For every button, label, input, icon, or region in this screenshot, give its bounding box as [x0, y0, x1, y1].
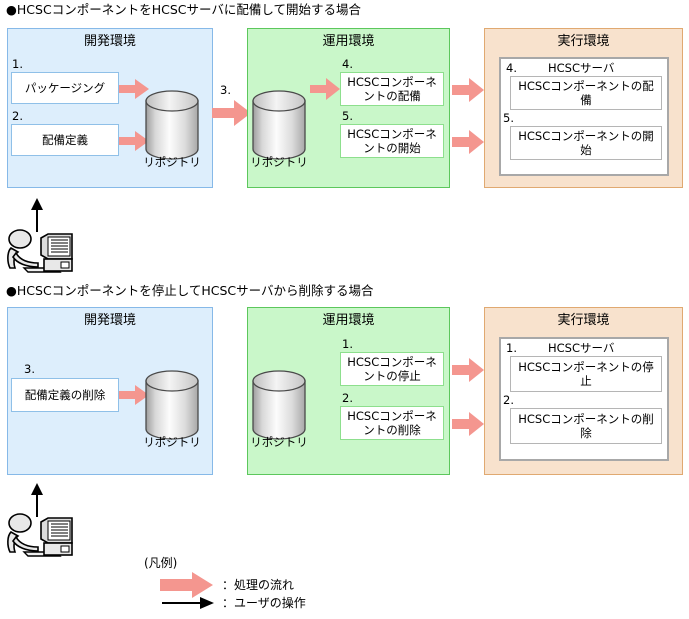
- section-1-ops-repository-label: リポジトリ: [250, 155, 308, 169]
- section-1-arrow-ops-step1-to-run: [452, 78, 484, 102]
- legend-process-flow-arrow-icon: [160, 572, 213, 598]
- section-2-ops-step-1-label: HCSCコンポーネントの停止: [347, 355, 437, 383]
- section-2-dev-step-1-number: 3.: [24, 362, 35, 376]
- section-2-ops-step-2-label: HCSCコンポーネントの削除: [347, 409, 437, 437]
- section-1-hcsc-server-label: HCSCサーバ: [548, 61, 615, 75]
- section-2-dev-step-1-label: 配備定義の削除: [24, 388, 106, 402]
- section-2-run-step-2-label: HCSCコンポーネントの削除: [518, 412, 654, 440]
- section-1-arrow-dev-step1-to-repo: [119, 79, 149, 99]
- legend-title: (凡例): [144, 556, 178, 570]
- section-2-dev-repository-icon: リポジトリ: [143, 370, 201, 449]
- section-2-arrow-ops-step2-to-run: [452, 412, 484, 436]
- section-2-ops-step-1-number: 1.: [342, 337, 353, 351]
- section-1-arrow-dev-step2-to-repo: [119, 131, 149, 151]
- section-2-hcsc-server-label: HCSCサーバ: [548, 341, 615, 355]
- section-1-arrow-dev-to-ops: [212, 100, 251, 126]
- section-2-arrow-dev-step1-to-repo: [119, 385, 149, 405]
- section-1-dev-step-1-label: パッケージング: [24, 81, 106, 95]
- section-2-run-step-1-label: HCSCコンポーネントの停止: [518, 360, 654, 388]
- section-1-user-operation-arrow: [30, 198, 44, 232]
- panel-title-operation-2: 運用環境: [322, 313, 375, 328]
- section-1-user-computer-icon: [4, 228, 80, 276]
- section-2-ops-repository-icon: リポジトリ: [250, 370, 308, 449]
- section-1-arrow-repo-to-ops-step1: [310, 78, 340, 100]
- section-1-run-step-1-box[interactable]: HCSCコンポーネントの配備: [510, 76, 662, 110]
- section-1-run-step-2-label: HCSCコンポーネントの開始: [518, 129, 654, 157]
- section-2-ops-step-2-number: 2.: [342, 391, 353, 405]
- section-1-dev-step-2-number: 2.: [12, 109, 23, 123]
- section-1-dev-repository-icon: リポジトリ: [143, 90, 201, 169]
- section-2-run-step-1-box[interactable]: HCSCコンポーネントの停止: [510, 356, 662, 392]
- section-1-ops-step-1-box[interactable]: HCSCコンポーネントの配備: [340, 72, 444, 106]
- section-1-ops-step-2-box[interactable]: HCSCコンポーネントの開始: [340, 124, 444, 158]
- section-2-ops-step-1-box[interactable]: HCSCコンポーネントの停止: [340, 352, 444, 386]
- section-1-dev-step-1-box[interactable]: パッケージング: [11, 72, 119, 104]
- panel-title-development-1: 開発環境: [83, 34, 136, 49]
- section-1-arrow-ops-step2-to-run: [452, 130, 484, 154]
- section-1-run-step-2-box[interactable]: HCSCコンポーネントの開始: [510, 126, 662, 160]
- panel-title-operation-1: 運用環境: [322, 34, 375, 49]
- section-1-heading: ●HCSCコンポーネントをHCSCサーバに配備して開始する場合: [6, 2, 361, 17]
- section-2-ops-step-2-box[interactable]: HCSCコンポーネントの削除: [340, 406, 444, 440]
- section-2-run-step-1-number: 1.: [506, 341, 517, 355]
- section-1-ops-repository-icon: リポジトリ: [250, 90, 308, 169]
- panel-title-execution-1: 実行環境: [557, 34, 610, 49]
- section-1-dev-step-2-label: 配備定義: [42, 133, 88, 147]
- section-1-dev-step-1-number: 1.: [12, 57, 23, 71]
- panel-title-execution-2: 実行環境: [557, 313, 610, 328]
- section-1-ops-step-2-label: HCSCコンポーネントの開始: [347, 127, 437, 155]
- section-1-run-step-1-label: HCSCコンポーネントの配備: [518, 79, 654, 107]
- section-1-transfer-step-number: 3.: [220, 83, 231, 97]
- section-2-dev-repository-label: リポジトリ: [143, 435, 201, 449]
- section-2-user-operation-arrow: [30, 483, 44, 517]
- section-2-run-step-2-box[interactable]: HCSCコンポーネントの削除: [510, 408, 662, 444]
- section-1-ops-step-1-number: 4.: [342, 57, 353, 71]
- section-2-run-step-2-number: 2.: [503, 393, 514, 407]
- section-2-ops-repository-label: リポジトリ: [250, 435, 308, 449]
- section-1-dev-repository-label: リポジトリ: [143, 155, 201, 169]
- section-2-heading: ●HCSCコンポーネントを停止してHCSCサーバから削除する場合: [6, 283, 374, 298]
- section-1-dev-step-2-box[interactable]: 配備定義: [11, 124, 119, 156]
- section-2-user-computer-icon: [4, 512, 80, 560]
- legend-process-flow-label: ：処理の流れ: [222, 578, 295, 592]
- section-1-run-step-1-number: 4.: [506, 61, 517, 75]
- section-1-ops-step-2-number: 5.: [342, 109, 353, 123]
- legend-user-operation-label: ：ユーザの操作: [222, 596, 306, 610]
- section-1-ops-step-1-label: HCSCコンポーネントの配備: [347, 75, 437, 103]
- panel-title-development-2: 開発環境: [83, 313, 136, 328]
- legend-user-operation-arrow-icon: [162, 596, 214, 610]
- section-2-dev-step-1-box[interactable]: 配備定義の削除: [11, 378, 119, 412]
- section-2-arrow-ops-step1-to-run: [452, 358, 484, 382]
- section-1-run-step-2-number: 5.: [503, 111, 514, 125]
